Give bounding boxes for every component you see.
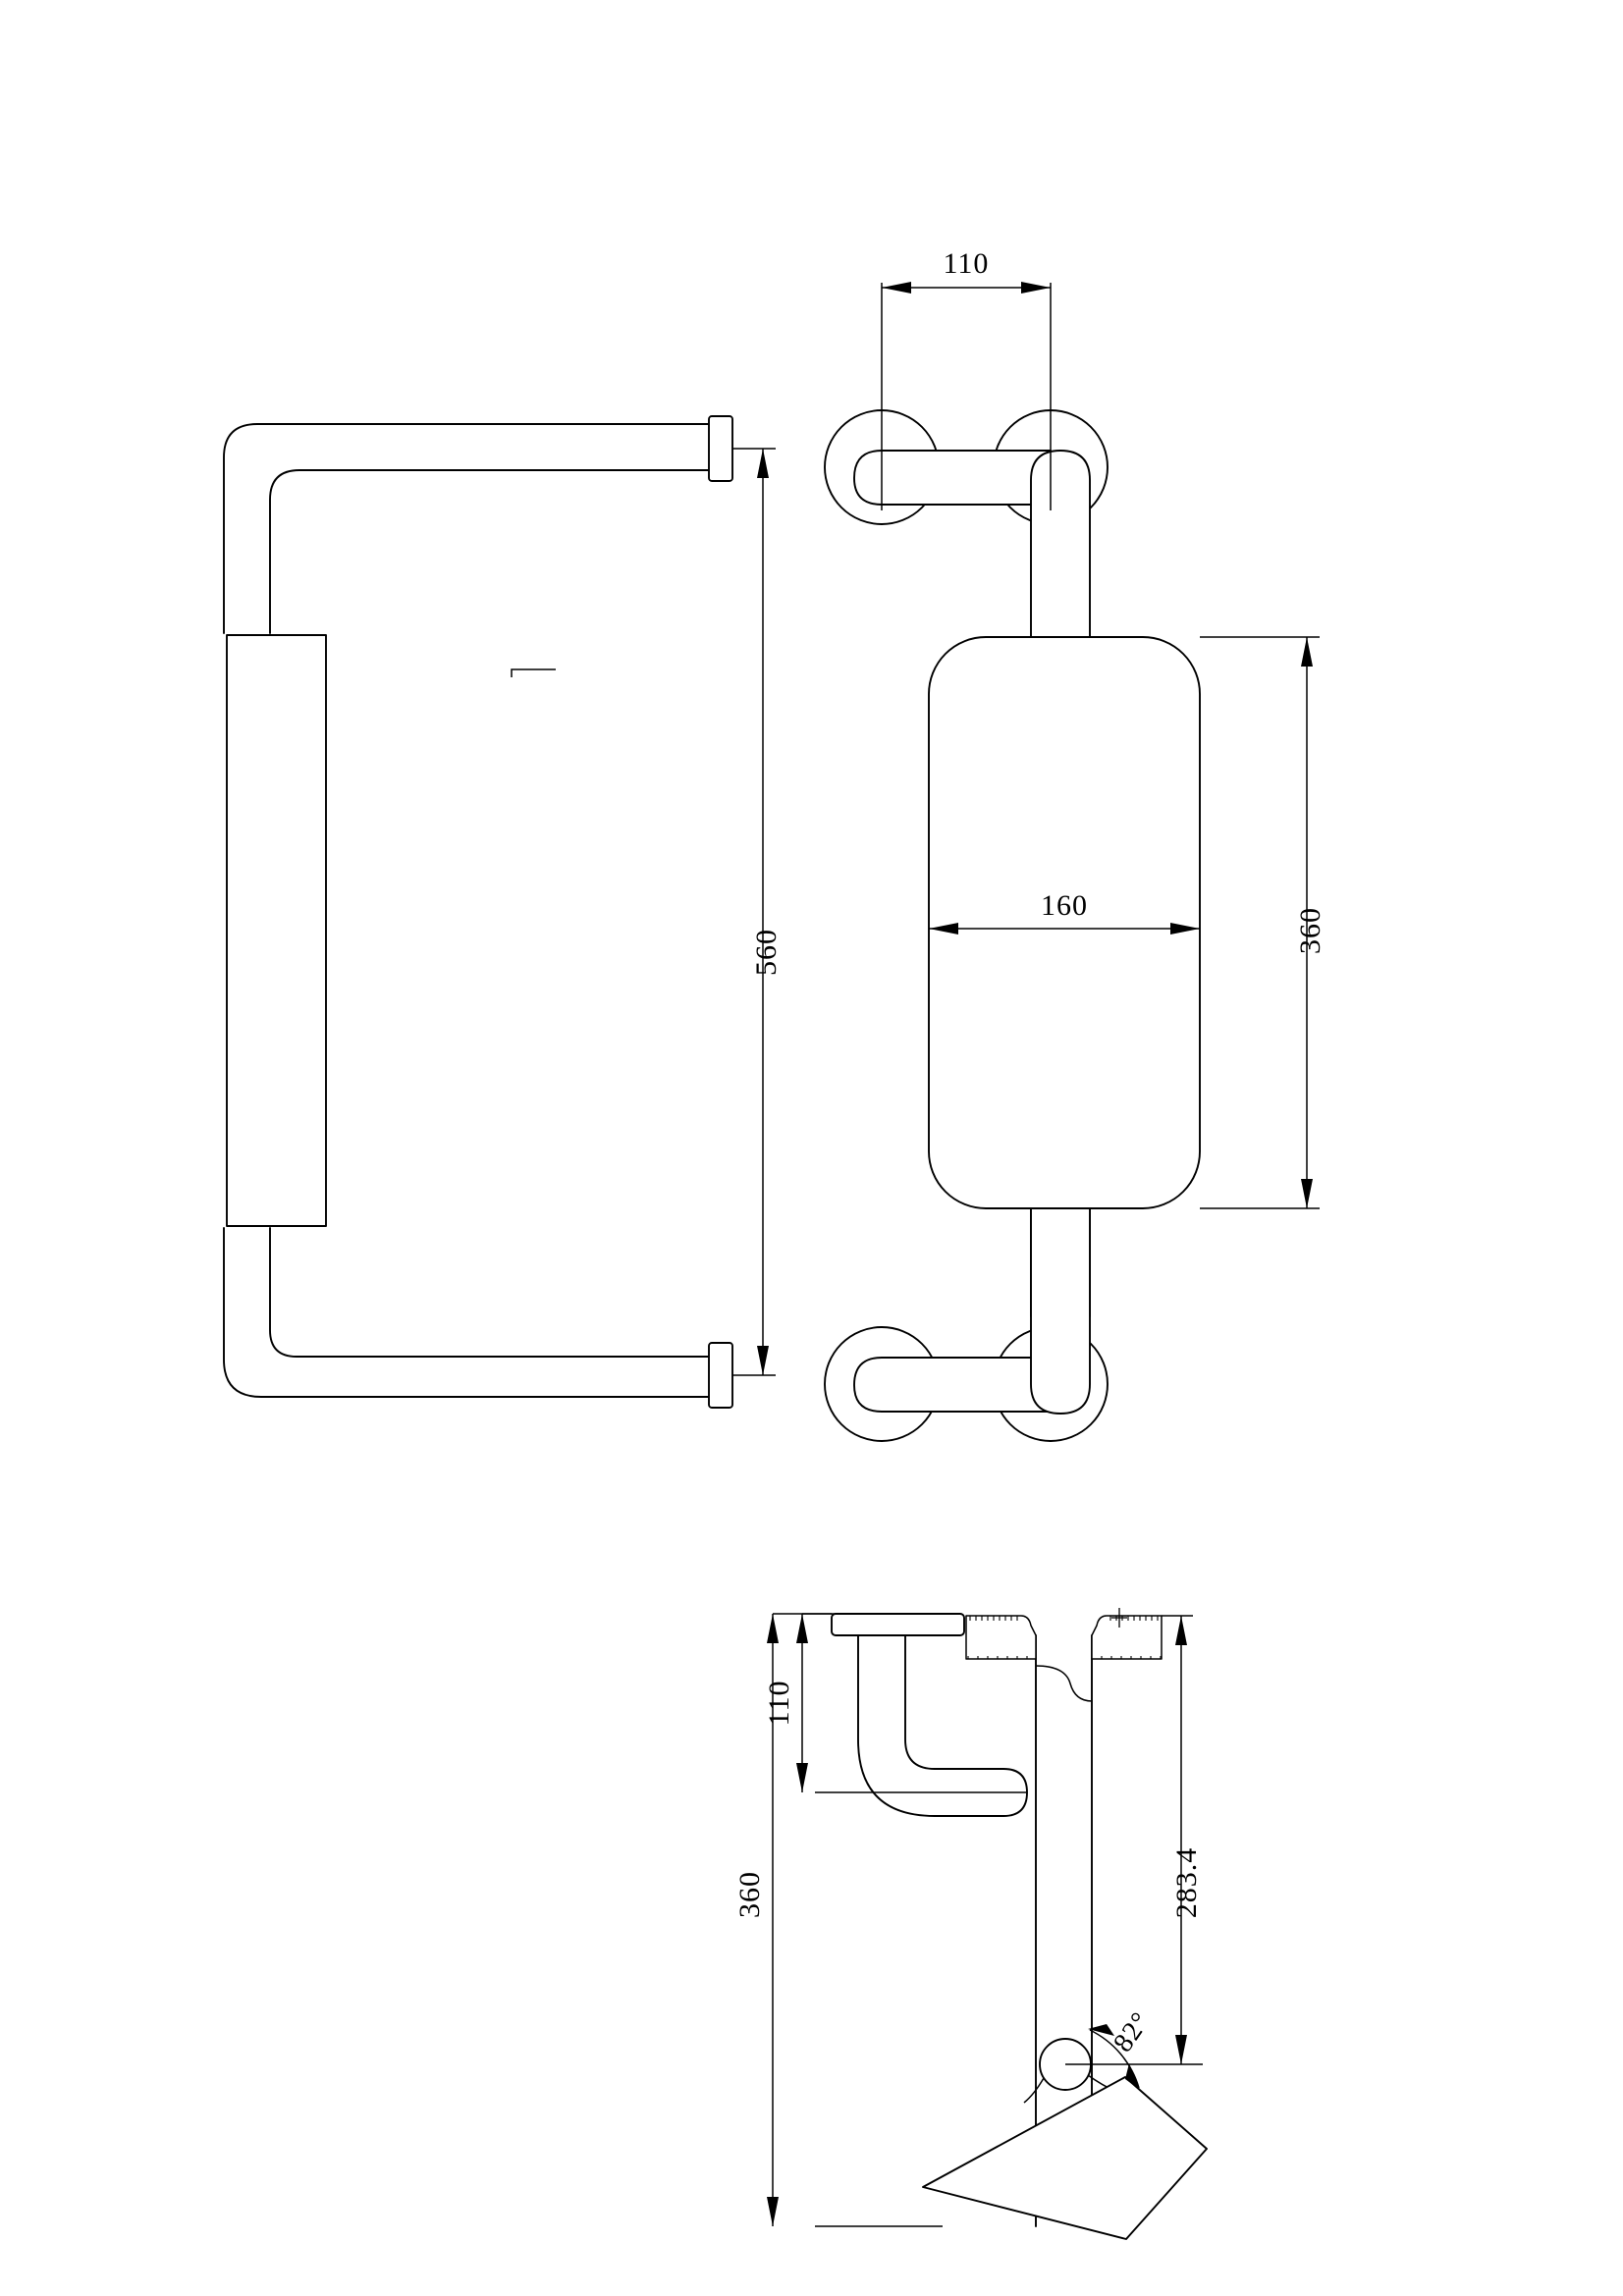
side-backing-pad [928,636,1201,1209]
dim-82-label: 82° [1108,2006,1157,2057]
dimension-360-detail: 360 [733,1613,832,2226]
front-view [223,415,733,1409]
detail-rosette-hatch [967,1616,1162,1659]
detail-rosette-right-wing [1091,1615,1163,1660]
dim-110-label: 110 [944,247,990,280]
front-detail-tick-icon [511,668,556,677]
dim-283-arrow-top [1175,1616,1187,1645]
detail-rosette-center-cross-icon [1111,1608,1127,1628]
dim-283-label: 283.4 [1170,1847,1203,1919]
dim-82-arc [1089,2029,1140,2089]
detail-arm-inner [904,1634,1004,1770]
front-upper-flange [708,415,733,482]
detail-arm-outer [857,1634,1004,1817]
front-lower-flange [708,1342,733,1409]
dimension-560: 560 [732,448,783,1376]
side-vertical-riser-upper [1030,450,1091,693]
dim-110d-label: 110 [763,1681,795,1727]
detail-view [815,1608,1208,2240]
dimension-360-pad: 360 [1200,636,1326,1209]
dimension-82-degrees: 82° [1088,2006,1157,2090]
dim-110d-arrow-top [796,1614,808,1643]
detail-tilted-block [922,2076,1208,2240]
detail-fillet-left [1023,2077,1045,2104]
dim-160-arrow-right [1170,923,1200,934]
side-lower-tube [853,1357,1052,1413]
dim-560-label: 560 [750,929,783,976]
side-vertical-riser-foot [1030,1207,1091,1415]
side-upper-tube [853,450,1052,506]
dim-560-arrow-bottom [757,1346,769,1375]
dim-160-arrow-left [929,923,958,934]
dim-110-arrow-left [882,282,911,294]
detail-rosette-left-wing [965,1615,1037,1660]
dim-160-label: 160 [1041,889,1088,922]
dim-82-arrow-end [1125,2063,1140,2090]
dimension-283-4: 283.4 [1162,1615,1203,2064]
dim-360-arrow-bottom [1301,1179,1313,1208]
dim-560-arrow-top [757,449,769,478]
dim-360-pad-label: 360 [1294,907,1326,954]
dim-82-arrow-start [1088,2024,1114,2036]
front-lower-tube-outer [223,1227,710,1398]
dim-360d-arrow-top [767,1614,779,1643]
dimension-110-top: 110 [881,247,1052,510]
front-upper-tube-outer [223,423,710,634]
front-upper-tube-inner [269,469,710,634]
detail-post-transition-curve [1035,1665,1093,1702]
front-grip-sleeve [226,634,327,1227]
dim-283-arrow-bottom [1175,2035,1187,2064]
detail-top-cap-plate [831,1613,965,1636]
dimension-160: 160 [929,889,1200,934]
front-lower-tube-inner [269,1227,710,1358]
dim-110d-arrow-bottom [796,1763,808,1792]
dim-360d-label: 360 [733,1871,766,1918]
dim-360d-arrow-bottom [767,2197,779,2226]
side-view [824,409,1201,1442]
dim-360-arrow-top [1301,637,1313,667]
dim-110-arrow-right [1021,282,1051,294]
